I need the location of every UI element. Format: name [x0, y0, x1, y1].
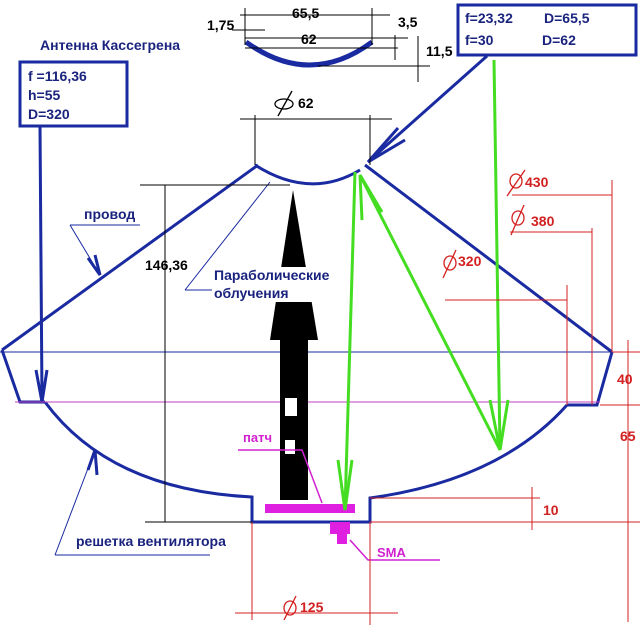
diameter-icon	[274, 90, 294, 117]
feed-horn	[270, 190, 318, 500]
sub-dim-outer: 65,5	[292, 5, 319, 21]
sub-dim-depth: 11,5	[426, 43, 453, 59]
feed-label-backing	[212, 267, 348, 302]
feed-label-2: облучения	[214, 285, 289, 301]
fan-grille-label: решетка вентилятора	[76, 533, 226, 549]
patch-label: патч	[243, 430, 272, 445]
sma-leader	[349, 539, 440, 561]
main-param-f: f =116,36	[28, 68, 87, 84]
sub-param-f2: f=30	[465, 32, 494, 48]
dim-40: 40	[617, 371, 633, 387]
subreflector-dimension-lines	[232, 8, 430, 82]
sma-connector-body	[337, 534, 347, 544]
sub-dim-lip: 1,75	[207, 17, 234, 33]
dim-380: 380	[531, 213, 555, 229]
arrow-icon	[366, 127, 406, 164]
height-label: 146,36	[145, 257, 188, 273]
sub-dim-inner: 62	[301, 31, 317, 47]
dim-430: 430	[525, 174, 549, 190]
dim-10: 10	[543, 502, 559, 518]
feed-label-1: Параболические	[214, 267, 330, 283]
feed-leader	[184, 181, 271, 291]
diameter-icon	[283, 169, 526, 621]
patch-leader	[238, 449, 323, 504]
main-params-box	[18, 60, 129, 128]
sma-connector	[330, 522, 350, 534]
sub-param-f1: f=23,32	[465, 10, 513, 26]
arrow-icon	[86, 449, 99, 476]
wire-leader	[69, 224, 140, 276]
dim-125: 125	[300, 599, 324, 615]
sub-param-d2: D=62	[542, 32, 576, 48]
sub-diameter-label: 62	[298, 95, 314, 111]
red-dimension-lines	[235, 180, 640, 625]
wire-label: провод	[84, 206, 135, 222]
signal-rays	[336, 59, 510, 511]
sub-dim-rim: 3,5	[398, 14, 418, 30]
main-param-h: h=55	[28, 87, 61, 103]
arrow-icon	[86, 254, 102, 276]
patch-element	[265, 504, 355, 513]
sub-param-d1: D=65,5	[544, 10, 590, 26]
main-param-d: D=320	[28, 106, 70, 122]
main-params-leader	[38, 125, 44, 401]
subreflector-detail	[244, 39, 374, 68]
diagram-title: Антенна Кассегрена	[40, 37, 180, 53]
dim-65: 65	[620, 428, 636, 444]
dim-320: 320	[458, 253, 482, 269]
sma-label: SMA	[377, 545, 407, 560]
sub-params-leader	[369, 54, 488, 162]
sub-params-box	[456, 3, 638, 57]
